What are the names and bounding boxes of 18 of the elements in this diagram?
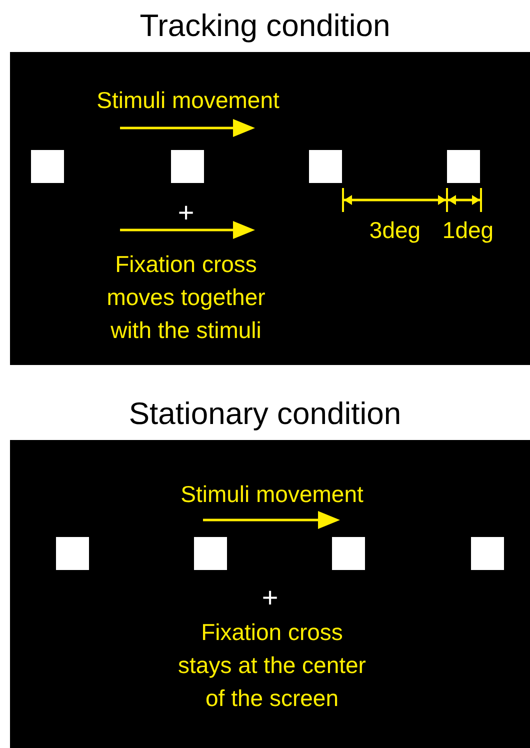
- stimulus-square: [332, 537, 365, 570]
- stimulus-square: [194, 537, 227, 570]
- fixation-cross: +: [260, 583, 280, 613]
- panel-title: Stationary condition: [128, 395, 402, 433]
- stimulus-square: [56, 537, 89, 570]
- annotation-text: Stimuli movement: [180, 480, 364, 509]
- annotation-text: 3deg: [368, 216, 422, 245]
- stimulus-square: [447, 150, 480, 183]
- annotation-text: Stimuli movement: [96, 86, 280, 115]
- panel-title: Tracking condition: [138, 7, 392, 45]
- stimulus-square: [309, 150, 342, 183]
- annotation-text: Fixation cross stays at the center of the screen: [177, 618, 367, 713]
- stimulus-square: [471, 537, 504, 570]
- annotation-text: Fixation cross moves together with the stimuli: [106, 250, 266, 345]
- stimulus-square: [171, 150, 204, 183]
- fixation-cross: +: [176, 198, 196, 228]
- annotation-text: 1deg: [441, 216, 495, 245]
- stimulus-square: [31, 150, 64, 183]
